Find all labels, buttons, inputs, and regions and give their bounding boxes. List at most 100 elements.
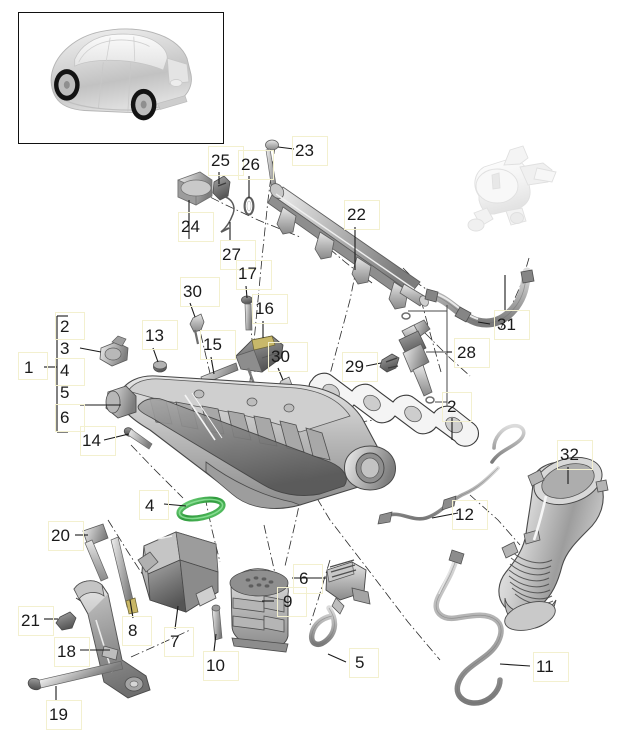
- callout-label-14: 14: [82, 431, 101, 450]
- callout-label-12: 12: [455, 505, 474, 524]
- callout-label-29: 29: [345, 357, 364, 376]
- callout-box-2a: [55, 312, 85, 340]
- callout-label-5b: 5: [355, 653, 365, 672]
- part-9-throttle-adapter-bracket: [229, 568, 289, 653]
- part-5-vacuum-hose: [308, 605, 338, 647]
- callout-label-6a: 6: [60, 408, 70, 427]
- callout-box-6a: [55, 404, 85, 432]
- part-11-vacuum-line-long: [433, 549, 504, 706]
- part-19-bolt: [27, 660, 124, 691]
- callout-label-1: 1: [24, 358, 34, 377]
- callout-box-4b: [139, 490, 169, 520]
- part-13-plug: [153, 360, 167, 373]
- callout-label-3: 3: [60, 339, 70, 358]
- callout-box-18: [54, 637, 90, 667]
- callout-label-30a: 30: [183, 282, 202, 301]
- part-29-injector-clip: [379, 353, 400, 373]
- high-pressure-fuel-pump-ghost: [467, 145, 557, 232]
- callout-box-11: [533, 652, 569, 682]
- callout-label-27: 27: [222, 245, 241, 264]
- part-28-fuel-injector: [398, 305, 448, 408]
- callout-label-31: 31: [497, 315, 516, 334]
- part-8-bolt: [110, 536, 139, 615]
- callout-box-28: [454, 338, 490, 368]
- callout-box-32: [557, 440, 593, 470]
- callout-box-21: [18, 606, 54, 636]
- callout-box-20: [48, 521, 84, 551]
- callout-label-21: 21: [21, 611, 40, 630]
- callout-box-10: [203, 651, 239, 681]
- part-26-seal-ring: [243, 196, 255, 216]
- callout-box-22: [344, 200, 380, 230]
- callout-label-28: 28: [457, 343, 476, 362]
- part-21-nut: [55, 611, 77, 631]
- callout-leader-lines: [44, 146, 569, 700]
- callout-label-4b: 4: [145, 496, 155, 515]
- callout-label-4a: 4: [60, 361, 70, 380]
- callout-label-16: 16: [255, 299, 274, 318]
- part-27-bracket-clip: [220, 195, 235, 233]
- callout-box-4a: [55, 358, 85, 386]
- callout-box-31: [494, 310, 530, 340]
- part-32-air-intake-duct: [498, 456, 609, 631]
- part-14-bolt: [123, 427, 153, 450]
- callout-box-15: [200, 330, 236, 360]
- part-4-o-ring-green: [176, 496, 226, 522]
- callout-label-5a: 5: [60, 383, 70, 402]
- callout-box-12: [452, 500, 488, 530]
- callout-box-8: [122, 616, 152, 646]
- callout-label-25: 25: [211, 151, 230, 170]
- callout-box-29: [342, 352, 378, 382]
- part-12-fuel-line: [377, 423, 526, 525]
- callout-box-14: [80, 426, 116, 456]
- callout-box-30b: [268, 342, 308, 372]
- callout-label-19: 19: [49, 705, 68, 724]
- callout-box-5b: [349, 648, 379, 678]
- part-3-vacuum-fitting: [99, 335, 129, 367]
- part-31-fuel-hose: [424, 267, 535, 328]
- callout-label-23: 23: [295, 141, 314, 160]
- callout-box-7: [164, 627, 194, 657]
- part-6-solenoid-valve: [325, 559, 371, 615]
- callout-box-9: [277, 587, 307, 617]
- part-24-fuel-rail-end-cap: [177, 171, 213, 206]
- callout-box-26: [238, 150, 274, 180]
- part-7-resonance-flap-actuator: [137, 531, 219, 613]
- callout-label-7: 7: [170, 632, 180, 651]
- callout-label-13: 13: [145, 326, 164, 345]
- callout-label-6b: 6: [299, 569, 309, 588]
- vehicle-silhouette-icon: [50, 28, 192, 121]
- callout-box-16: [252, 294, 288, 324]
- callout-label-2a: 2: [60, 317, 70, 336]
- callout-box-23: [292, 136, 328, 166]
- callout-label-11: 11: [536, 657, 554, 676]
- callout-box-6b: [293, 564, 323, 594]
- intake-manifold-body: [105, 375, 396, 509]
- part-20-bolt: [82, 523, 109, 582]
- callout-box-17: [236, 260, 272, 290]
- part-16-map-sensor: [235, 335, 284, 385]
- callout-label-20: 20: [51, 526, 70, 545]
- part-10-bolt: [211, 604, 223, 641]
- callout-label-18: 18: [57, 642, 76, 661]
- vehicle-thumbnail-box: [18, 12, 224, 144]
- callout-box-30a: [180, 277, 220, 307]
- callout-box-1: [18, 352, 48, 380]
- callout-box-19: [46, 700, 82, 730]
- part-17-bolt: [241, 295, 253, 331]
- callout-label-26: 26: [241, 155, 260, 174]
- callout-box-2b: [442, 392, 472, 422]
- callout-label-15: 15: [203, 335, 222, 354]
- callout-box-27: [220, 240, 256, 270]
- callout-label-9: 9: [283, 592, 293, 611]
- callout-label-2b: 2: [447, 397, 457, 416]
- callout-box-24: [178, 212, 214, 242]
- callout-label-10: 10: [206, 656, 225, 675]
- callout-label-8: 8: [128, 621, 138, 640]
- callout-box-13: [142, 320, 178, 350]
- part-25-retaining-clip: [212, 175, 231, 201]
- callout-label-24: 24: [181, 217, 200, 236]
- callout-label-22: 22: [347, 205, 366, 224]
